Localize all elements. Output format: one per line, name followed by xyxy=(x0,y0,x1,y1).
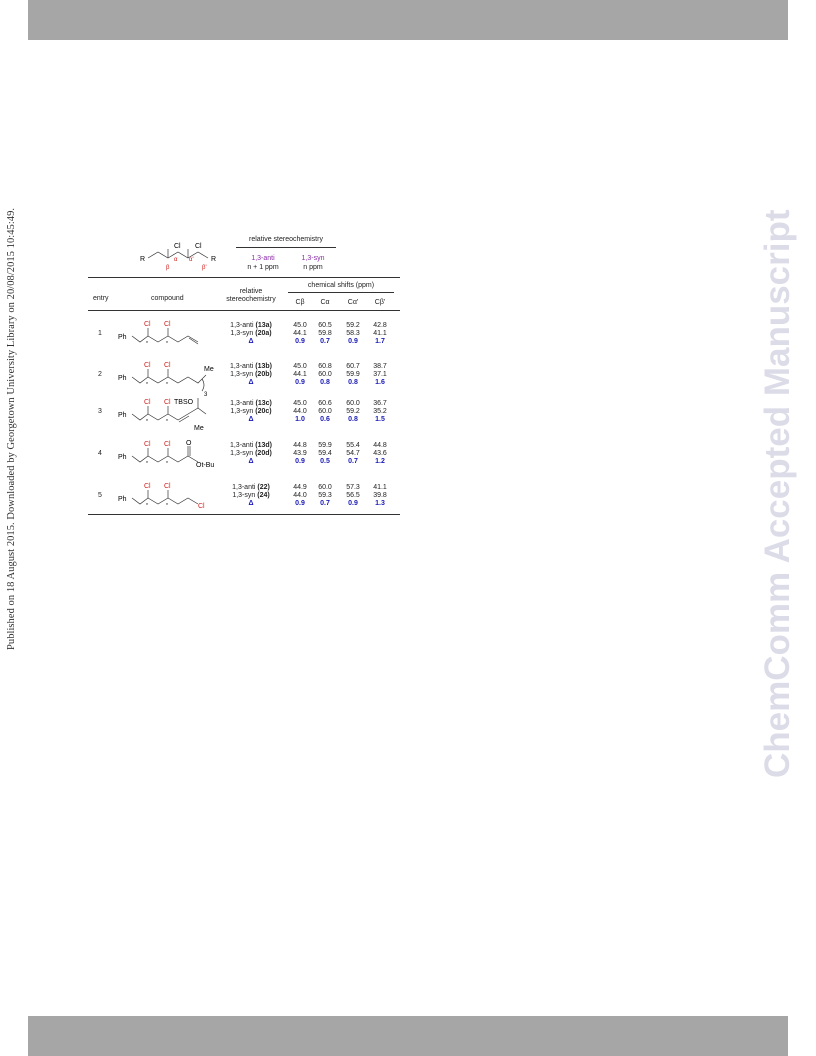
col-c-alpha-prime: Cα' xyxy=(347,299,359,306)
alpha-prime-label: α' xyxy=(189,257,194,263)
compound-structure: Ph Cl Cl * * O Ot-Bu xyxy=(118,440,214,469)
col-c-beta: Cβ xyxy=(295,299,305,306)
relative-stereo-cell: 1,3-anti (13b)1,3-syn (20b)Δ xyxy=(229,363,273,386)
me-label: Me xyxy=(194,425,204,432)
col-c-beta-prime: Cβ' xyxy=(374,299,386,306)
cl-1: Cl xyxy=(174,243,181,250)
n-label: 3 xyxy=(204,392,208,397)
cl-label: Cl xyxy=(144,441,151,448)
stereo-star: * xyxy=(146,382,148,388)
cl-label: Cl xyxy=(164,441,171,448)
entry-number: 2 xyxy=(98,371,102,378)
compound-structure: Ph Cl Cl * * xyxy=(118,321,199,347)
relative-stereo-cell: 1,3-anti (13c)1,3-syn (20c)Δ xyxy=(230,400,272,423)
cl-label: Cl xyxy=(144,483,151,490)
cl-label: Cl xyxy=(144,399,151,406)
footer-bar xyxy=(28,1016,788,1056)
syn-label: 1,3-syn xyxy=(301,255,325,262)
cl-end-label: Cl xyxy=(198,503,205,510)
relative-stereo-title: relative stereochemistry xyxy=(249,236,323,243)
beta-label: β xyxy=(166,265,170,271)
cl-label: Cl xyxy=(164,399,171,406)
stereo-star: * xyxy=(146,503,148,509)
stereo-star: * xyxy=(166,503,168,509)
otbu-label: Ot-Bu xyxy=(196,462,214,469)
col-c-alpha: Cα xyxy=(320,299,330,306)
compound-structure: Ph Cl Cl * * TBSO Me xyxy=(118,398,207,432)
ph-label: Ph xyxy=(118,496,127,503)
anti-label: 1,3-anti xyxy=(251,255,275,262)
cl-label: Cl xyxy=(144,362,151,369)
ph-label: Ph xyxy=(118,375,127,382)
cl-label: Cl xyxy=(144,321,151,328)
anti-sub: n + 1 ppm xyxy=(247,264,279,271)
col-compound: compound xyxy=(151,295,184,302)
entry-number: 3 xyxy=(98,408,102,415)
tbso-label: TBSO xyxy=(174,399,194,406)
stereo-star: * xyxy=(166,419,168,425)
entry-number: 1 xyxy=(98,330,102,337)
relative-stereo-cell: 1,3-anti (13d)1,3-syn (20d)Δ xyxy=(229,442,273,465)
beta-prime-label: β' xyxy=(202,265,207,271)
general-scheme: R R Cl Cl α α' β β' xyxy=(140,243,216,271)
watermark: ChemComm Accepted Manuscript xyxy=(758,209,797,778)
compound-structure: Ph Cl Cl * * Me 3 xyxy=(118,362,214,397)
o-label: O xyxy=(186,440,192,447)
col-chemical-shifts: chemical shifts (ppm) xyxy=(307,282,375,289)
col-relative: relative stereochemistry xyxy=(226,288,276,303)
stereo-star: * xyxy=(146,419,148,425)
cl-label: Cl xyxy=(164,483,171,490)
stereo-star: * xyxy=(146,341,148,347)
publication-note: Published on 18 August 2015. Downloaded … xyxy=(6,207,17,650)
cl-label: Cl xyxy=(164,362,171,369)
cl-2: Cl xyxy=(195,243,202,250)
stereo-star: * xyxy=(166,461,168,467)
r-left: R xyxy=(140,256,145,263)
ph-label: Ph xyxy=(118,454,127,461)
ph-label: Ph xyxy=(118,334,127,341)
r-right: R xyxy=(211,256,216,263)
table-figure: R R Cl Cl α α' β β' relative stereochemi… xyxy=(88,228,408,528)
stereo-star: * xyxy=(166,341,168,347)
stereo-star: * xyxy=(146,461,148,467)
entry-number: 4 xyxy=(98,450,102,457)
syn-sub: n ppm xyxy=(303,264,323,271)
me-label: Me xyxy=(204,366,214,373)
ph-label: Ph xyxy=(118,412,127,419)
header-bar xyxy=(28,0,788,40)
relative-stereo-cell: 1,3-anti (13a)1,3-syn (20a)Δ xyxy=(230,322,272,345)
cl-label: Cl xyxy=(164,321,171,328)
entry-number: 5 xyxy=(98,492,102,499)
col-entry: entry xyxy=(93,295,109,302)
relative-stereo-cell: 1,3-anti (22)1,3-syn (24)Δ xyxy=(232,484,270,507)
alpha-label: α xyxy=(174,257,178,263)
stereo-star: * xyxy=(166,382,168,388)
